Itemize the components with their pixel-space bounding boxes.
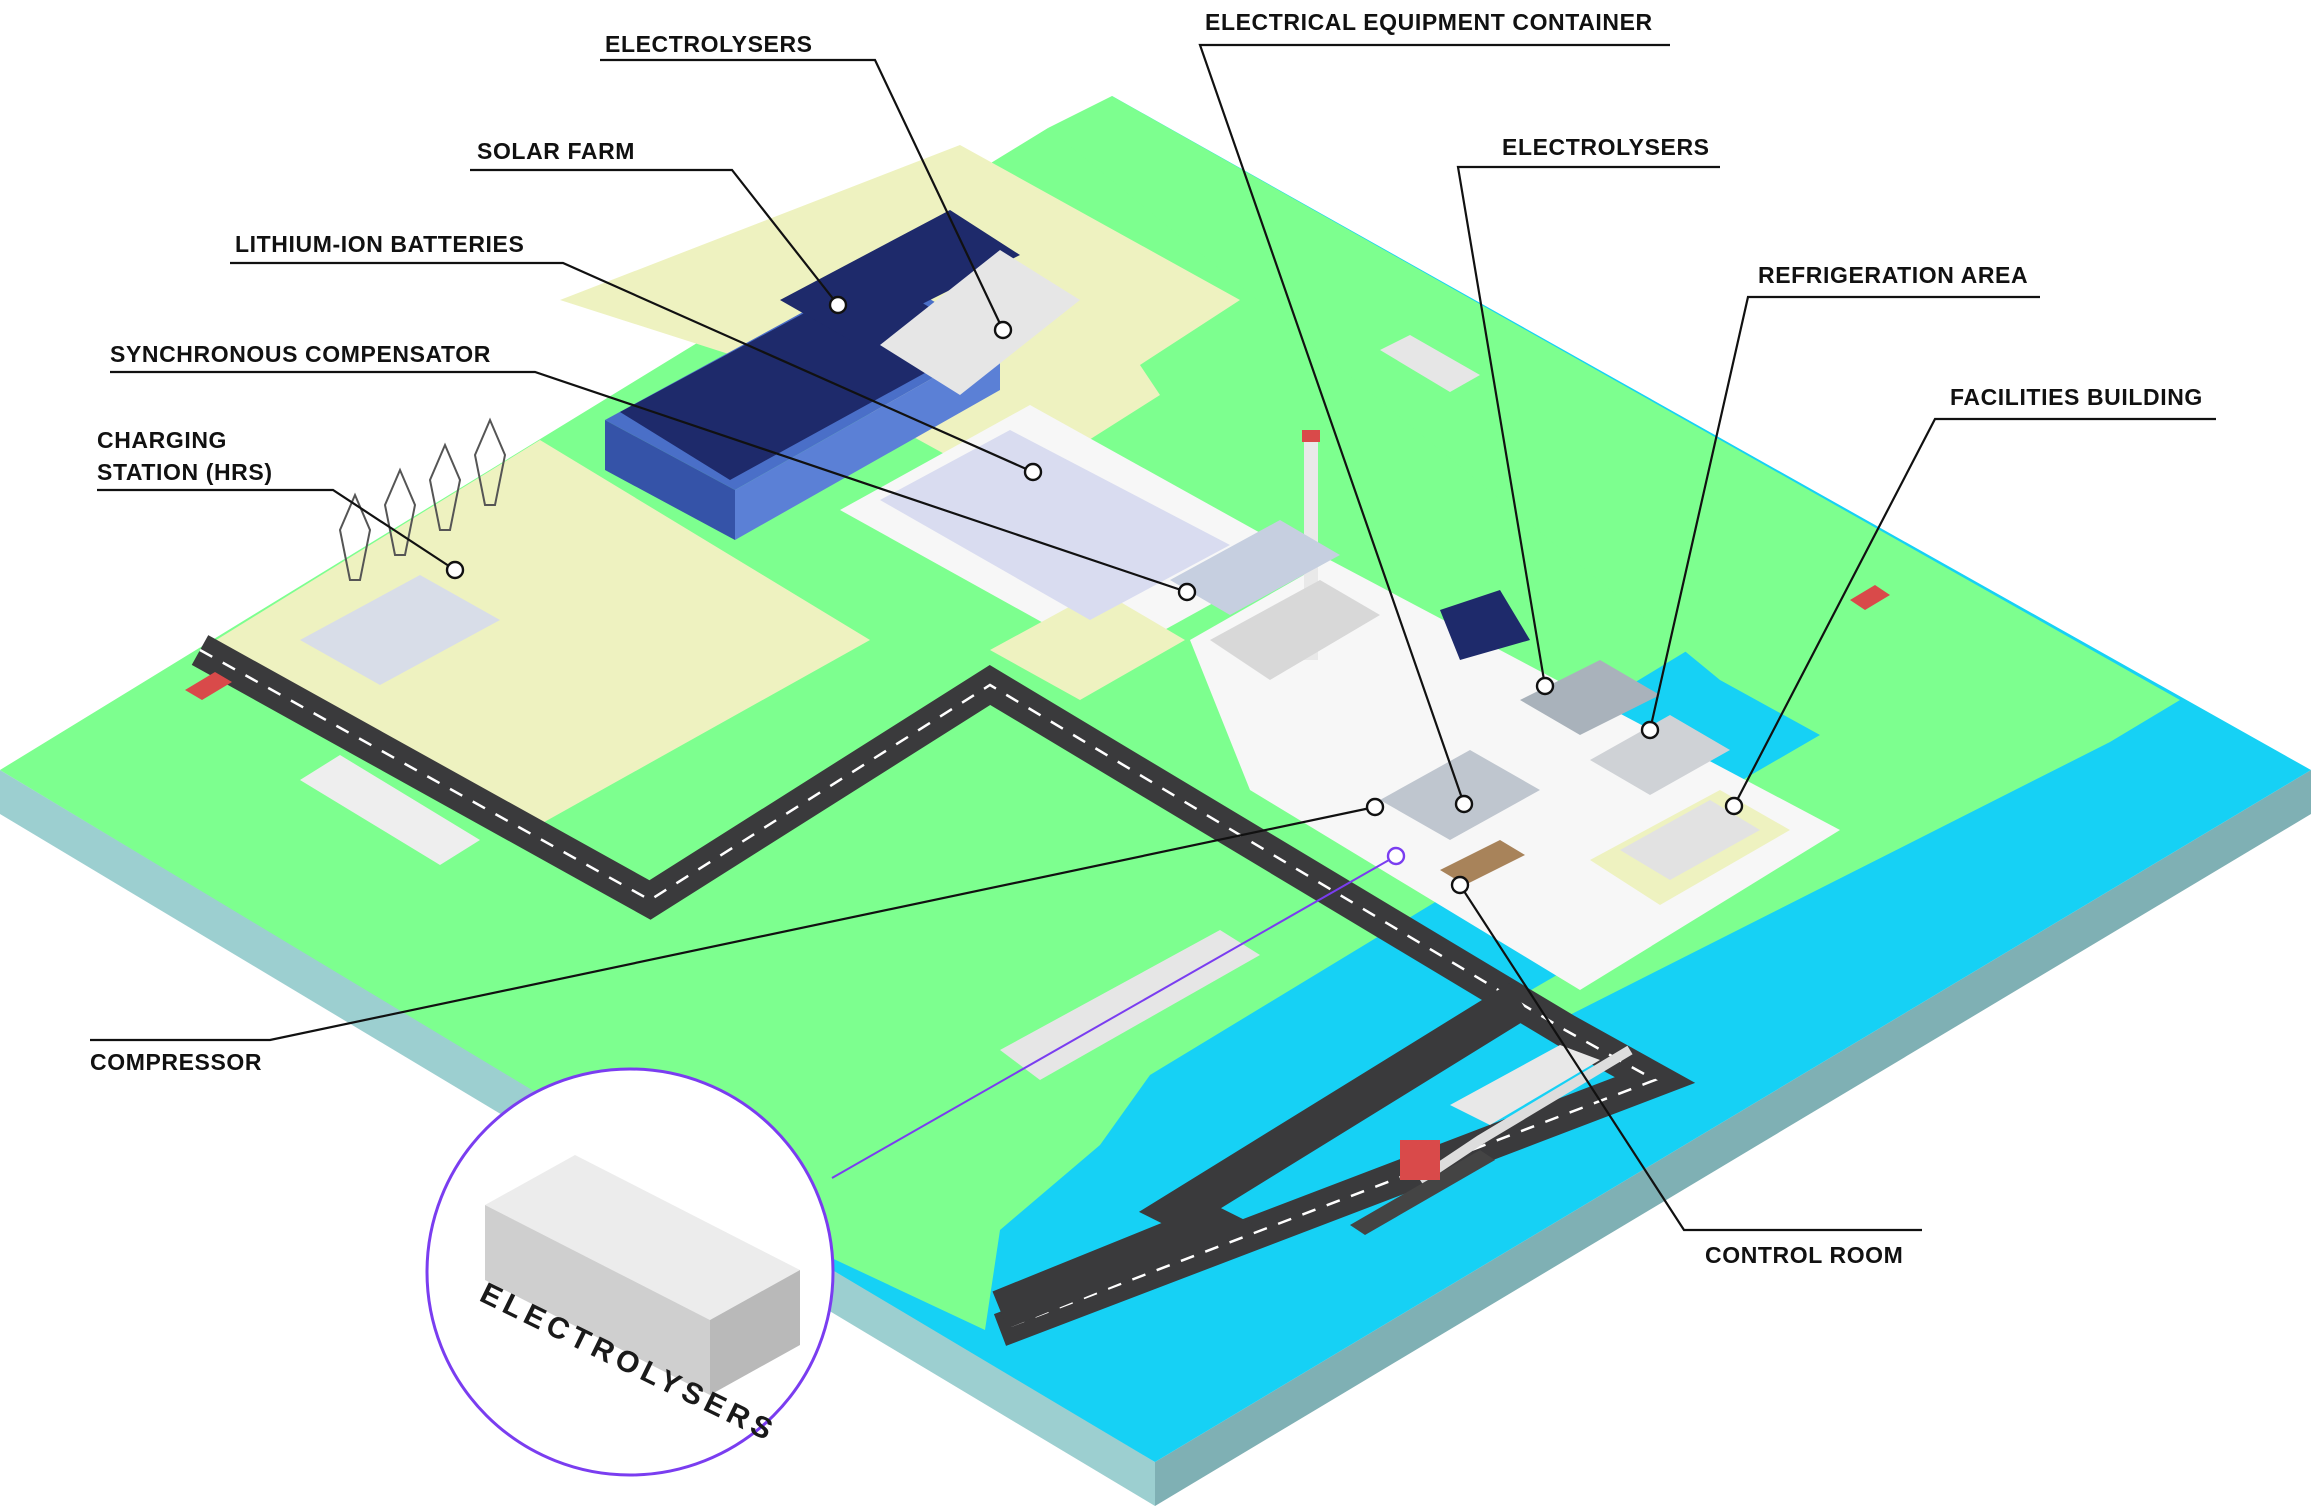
warehouse-south [1000, 930, 1260, 1080]
inset-electrolyser-front [485, 1205, 710, 1395]
label-electrical-equipment: ELECTRICAL EQUIPMENT CONTAINER [1205, 9, 1653, 35]
marker-electrolysers-top-right [1535, 676, 1555, 696]
label-compressor: COMPRESSOR [90, 1049, 262, 1075]
leader-solar-farm [470, 168, 839, 306]
leader-synchronous-compensator [110, 370, 1188, 594]
pylon-3 [428, 442, 462, 531]
leader-charging-station [97, 488, 456, 571]
leader-lithium-ion [230, 261, 1034, 474]
house-east [1850, 585, 1890, 610]
label-refrigeration: REFRIGERATION AREA [1758, 262, 2028, 288]
battery-rows-block [880, 430, 1230, 620]
electrolyser-row [1520, 660, 1660, 735]
leader-electrical-equipment [1198, 43, 1670, 805]
plant-structures [300, 335, 1760, 1080]
marker-electrical-equipment [1454, 794, 1474, 814]
leader-compressor [90, 805, 1376, 1042]
label-lithium-ion: LITHIUM-ION BATTERIES [235, 231, 524, 257]
jetty [1350, 1150, 1495, 1235]
leader-control-room [1459, 884, 1922, 1232]
south-pier-road [992, 982, 1531, 1329]
pylon-2 [383, 467, 417, 556]
solar-panels-plant [1440, 590, 1530, 660]
refrigeration-block [1590, 715, 1730, 795]
slab-right-side [1155, 770, 2311, 1506]
pylons [338, 417, 507, 581]
inset-electrolyser-top [485, 1155, 800, 1320]
leader-electrolysers-top-right [1456, 165, 1720, 687]
pylon-4 [473, 417, 507, 506]
marker-electrolysers-top-left [993, 320, 1013, 340]
leader-facilities [1733, 417, 2216, 807]
ship [1450, 1045, 1600, 1125]
compensator-building [1170, 520, 1340, 615]
loading-arm [1400, 1140, 1440, 1180]
labels: ELECTROLYSERS SOLAR FARM LITHIUM-ION BAT… [90, 9, 2203, 1268]
charging-station [300, 575, 500, 685]
leader-electrolysers-top-left [600, 58, 1004, 331]
inset-detail: ELECTROLYSERS [425, 846, 1406, 1477]
marker-charging-station [445, 560, 465, 580]
leader-refrigeration [1648, 295, 2040, 731]
courtyard [990, 590, 1185, 700]
houses [185, 585, 1890, 700]
pylon-1 [338, 492, 372, 581]
inset-connector [831, 855, 1397, 1179]
shed-east [1380, 335, 1480, 392]
harbour [1350, 1045, 1600, 1235]
label-synchronous-compensator: SYNCHRONOUS COMPENSATOR [110, 341, 491, 367]
marker-solar-farm [828, 295, 848, 315]
control-room [1440, 840, 1525, 885]
house-west [185, 672, 232, 700]
solar-building-front [605, 420, 735, 540]
road-centre-line [199, 648, 1658, 1332]
label-control-room: CONTROL ROOM [1705, 1242, 1903, 1268]
label-charging-station-line1: CHARGING [97, 427, 227, 453]
inset-electrolyser-side [710, 1270, 800, 1395]
facilities-building [1620, 800, 1760, 880]
battery-rows [880, 430, 1230, 620]
leader-lines [90, 43, 2216, 1232]
marker-refrigeration [1640, 720, 1660, 740]
solar-panels [620, 275, 985, 480]
label-electrolysers-top-right: ELECTROLYSERS [1502, 134, 1710, 160]
solar-farm [605, 210, 1530, 660]
label-charging-station-line2: STATION (HRS) [97, 459, 273, 485]
marker-facilities [1724, 796, 1744, 816]
label-facilities: FACILITIES BUILDING [1950, 384, 2203, 410]
chimney-cap [1302, 430, 1320, 442]
electrolyser-hall [880, 250, 1080, 395]
marker-control-room [1450, 875, 1470, 895]
warehouse-west [300, 755, 480, 865]
turbine-hall [1210, 580, 1380, 680]
label-solar-farm: SOLAR FARM [477, 138, 635, 164]
markers [445, 295, 1744, 895]
solar-building-side [735, 340, 1000, 540]
label-electrolysers-top-left: ELECTROLYSERS [605, 31, 813, 57]
marker-compressor [1365, 797, 1385, 817]
land-upper-right [1048, 96, 2180, 1030]
marker-synchronous-compensator [1177, 582, 1197, 602]
inset-marker [1386, 846, 1406, 866]
marker-lithium-ion [1023, 462, 1043, 482]
